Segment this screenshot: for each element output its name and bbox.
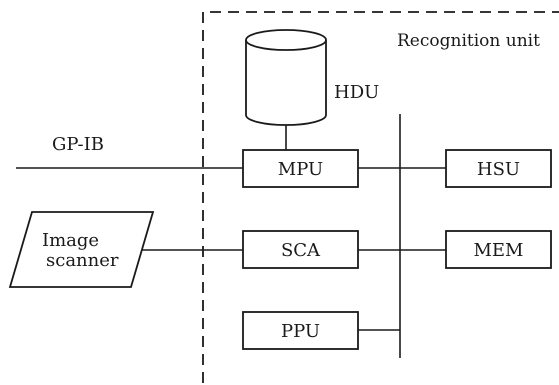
mem-label: MEM [473,240,523,261]
hdu-cylinder [245,29,327,126]
mem-block [445,230,552,269]
hsu-block [445,149,552,188]
sca-label: SCA [281,240,321,261]
hdu-label: HDU [334,82,379,103]
recognition-unit-boundary [202,11,559,383]
gpib-label: GP-IB [52,134,104,155]
mpu-label: MPU [278,159,323,180]
mpu-block [242,149,359,188]
recognition-unit-label: Recognition unit [397,31,540,51]
hsu-label: HSU [477,159,520,180]
scanner-label-line1: Image [42,230,99,251]
image-scanner-shape [8,211,155,288]
scanner-label-line2: scanner [46,250,119,271]
ppu-label: PPU [281,321,320,342]
